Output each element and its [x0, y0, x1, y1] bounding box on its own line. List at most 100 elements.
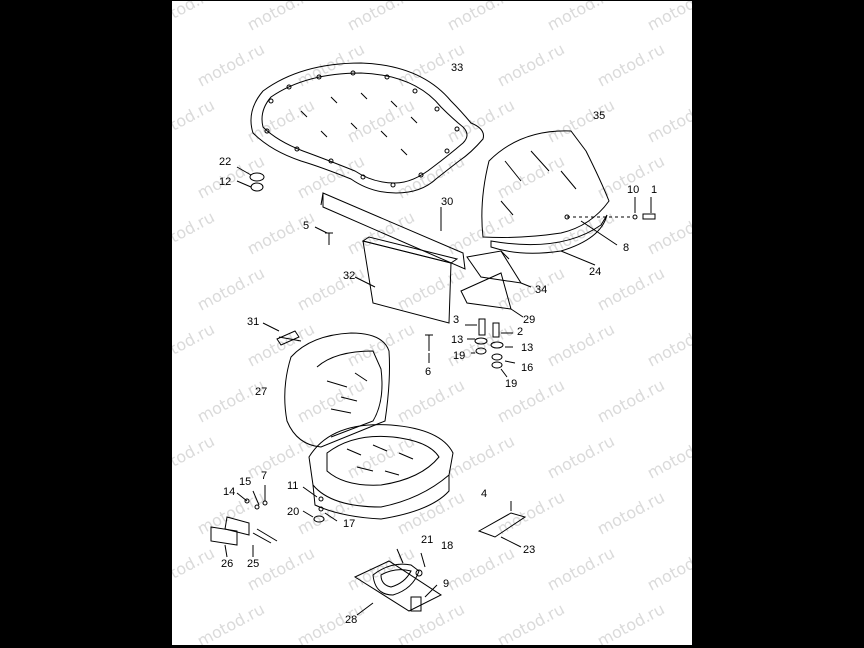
watermark-text: motod.ru	[172, 543, 218, 594]
watermark-text: motod.ru	[344, 95, 418, 146]
watermark-text: motod.ru	[344, 207, 418, 258]
part-label: 2	[517, 326, 523, 338]
part-6-screw	[425, 334, 433, 363]
watermark-text: motod.ru	[594, 487, 668, 538]
watermark-text: motod.ru	[644, 95, 693, 146]
part-label: 19	[505, 378, 517, 390]
watermark-text: motod.ru	[644, 431, 693, 482]
watermark-text: motod.ru	[644, 1, 693, 35]
part-label: 1	[651, 184, 657, 196]
part-label: 15	[239, 476, 251, 488]
watermark-text: motod.ru	[172, 319, 218, 370]
part-33-cover	[250, 62, 484, 194]
part-label: 8	[623, 242, 629, 254]
part-label: 14	[223, 486, 235, 498]
watermark-text: motod.ru	[394, 487, 468, 538]
part-29-bracket	[460, 272, 524, 318]
part-label: 29	[523, 314, 535, 326]
watermark-text: motod.ru	[194, 263, 268, 314]
watermark-text: motod.ru	[644, 319, 693, 370]
part-label: 27	[255, 386, 267, 398]
part-seat-base	[308, 424, 454, 520]
watermark-text: motod.ru	[644, 543, 693, 594]
watermark-text: motod.ru	[194, 599, 268, 646]
watermark-text: motod.ru	[344, 1, 418, 35]
part-label: 5	[303, 220, 309, 232]
watermark-text: motod.ru	[244, 431, 318, 482]
part-label: 32	[343, 270, 355, 282]
watermark-text: motod.ru	[594, 263, 668, 314]
part-label: 3	[453, 314, 459, 326]
watermark-text: motod.ru	[494, 39, 568, 90]
part-27-backrest	[278, 332, 390, 448]
part-label: 25	[247, 558, 259, 570]
part-label: 33	[451, 62, 463, 74]
watermark-text: motod.ru	[244, 207, 318, 258]
part-label: 34	[535, 284, 547, 296]
part-label: 24	[589, 266, 601, 278]
watermark-text: motod.ru	[444, 1, 518, 35]
part-label: 9	[443, 578, 449, 590]
part-label: 11	[287, 480, 298, 492]
part-5-screw	[314, 226, 333, 245]
watermark-text: motod.ru	[194, 375, 268, 426]
part-label: 35	[593, 110, 605, 122]
part-12-22-grommet	[236, 166, 265, 192]
watermark-text: motod.ru	[394, 263, 468, 314]
watermark-text: motod.ru	[244, 1, 318, 35]
part-label: 10	[627, 184, 639, 196]
part-label: 13	[521, 342, 533, 354]
part-label: 4	[481, 488, 487, 500]
part-label: 28	[345, 614, 357, 626]
part-label: 20	[287, 506, 299, 518]
part-label: 31	[247, 316, 259, 328]
part-35-windshield	[481, 130, 633, 238]
parts-license-group	[210, 485, 278, 558]
watermark-text: motod.ru	[594, 375, 668, 426]
watermark-text: motod.ru	[344, 543, 418, 594]
part-label: 7	[261, 470, 267, 482]
watermark-text: motod.ru	[172, 207, 218, 258]
watermark-text: motod.ru	[344, 319, 418, 370]
hardware-1-10-8	[580, 197, 656, 246]
part-32-panel	[354, 236, 459, 324]
watermark-text: motod.ru	[494, 151, 568, 202]
watermark-text: motod.ru	[544, 95, 618, 146]
watermark-text: motod.ru	[544, 1, 618, 35]
watermark-text: motod.ru	[444, 543, 518, 594]
watermark-text: motod.ru	[544, 543, 618, 594]
watermark-text: motod.ru	[394, 375, 468, 426]
watermark-text: motod.ru	[294, 263, 368, 314]
part-label: 21	[421, 534, 433, 546]
watermark-text: motod.ru	[394, 151, 468, 202]
part-label: 17	[343, 518, 355, 530]
part-30-rail	[320, 192, 466, 270]
watermark-text: motod.ru	[172, 1, 218, 35]
part-label: 6	[425, 366, 431, 378]
part-31-handle	[262, 322, 300, 346]
part-label: 13	[451, 334, 463, 346]
watermark-text: motod.ru	[594, 599, 668, 646]
watermark-text: motod.ru	[394, 599, 468, 646]
hardware-stack	[465, 318, 516, 378]
part-label: 30	[441, 196, 453, 208]
part-label: 23	[523, 544, 535, 556]
part-label: 16	[521, 362, 533, 374]
watermark-text: motod.ru	[594, 39, 668, 90]
watermark-text: motod.ru	[644, 207, 693, 258]
watermark-text: motod.ru	[544, 319, 618, 370]
part-label: 22	[219, 156, 231, 168]
watermark-text: motod.ru	[444, 431, 518, 482]
part-number-labels: 1 2 3 4 5 6 7 8 9 10 11 12 13 13 14 15 1…	[219, 62, 657, 626]
parts-tail-group	[353, 548, 443, 616]
part-24-strip	[490, 214, 608, 266]
watermark-text: motod.ru	[494, 599, 568, 646]
watermark-text: motod.ru	[172, 95, 218, 146]
watermark-text: motod.ru	[294, 487, 368, 538]
watermark-text: motod.ru	[194, 39, 268, 90]
watermark-text: motod.ru	[172, 431, 218, 482]
part-label: 12	[219, 176, 231, 188]
part-label: 18	[441, 540, 453, 552]
